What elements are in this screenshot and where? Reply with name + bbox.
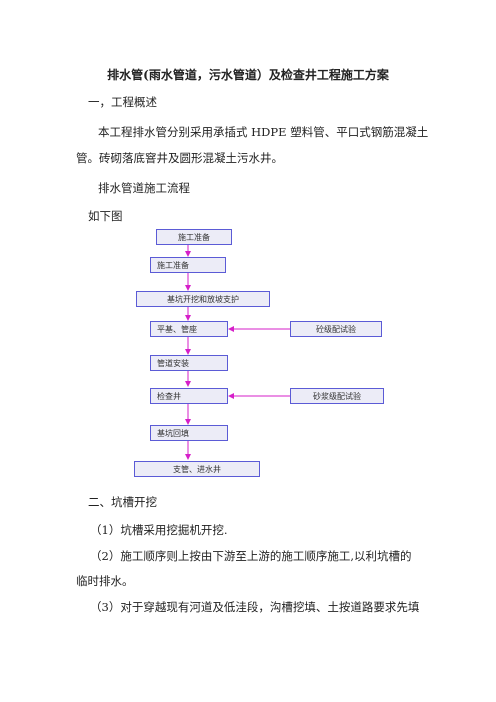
section2-item1: （1）坑槽采用挖掘机开挖. bbox=[90, 523, 228, 537]
flow-step-pipe-bed: 平基、管座 bbox=[150, 321, 228, 337]
flow-heading: 排水管道施工流程 bbox=[98, 181, 190, 195]
flow-step-prep-2: 施工准备 bbox=[150, 257, 226, 273]
section2-heading: 二、坑槽开挖 bbox=[88, 495, 157, 509]
flow-step-excavation: 基坑开挖和放坡支护 bbox=[136, 291, 270, 307]
flow-step-inspection-well: 检查井 bbox=[150, 388, 228, 404]
flow-side-concrete-test: 砼级配试验 bbox=[290, 321, 382, 337]
flow-step-pipe-install: 管道安装 bbox=[150, 355, 228, 371]
page-title: 排水管(雨水管道，污水管道）及检查井工程施工方案 bbox=[107, 68, 389, 82]
section1-heading: 一，工程概述 bbox=[88, 95, 157, 109]
overview-paragraph-line2: 管。砖砌落底窨井及圆形混凝土污水井。 bbox=[76, 151, 283, 165]
section2-item2-line2: 临时排水。 bbox=[76, 574, 134, 588]
overview-paragraph-line1: 本工程排水管分别采用承插式 HDPE 塑料管、平口式钢筋混凝土 bbox=[98, 125, 429, 139]
flow-side-mortar-test: 砂浆级配试验 bbox=[290, 388, 384, 404]
section2-item2-line1: （2）施工顺序则上按由下游至上游的施工顺序施工,以利坑槽的 bbox=[90, 549, 412, 563]
flow-step-prep-1: 施工准备 bbox=[156, 229, 232, 245]
section2-item3-line1: （3）对于穿越现有河道及低洼段，沟槽挖填、土按道路要求先填 bbox=[90, 600, 420, 614]
flow-step-branch-inlet: 支管、进水井 bbox=[134, 461, 260, 477]
flow-step-backfill: 基坑回填 bbox=[150, 425, 228, 441]
flow-caption: 如下图 bbox=[88, 209, 123, 223]
